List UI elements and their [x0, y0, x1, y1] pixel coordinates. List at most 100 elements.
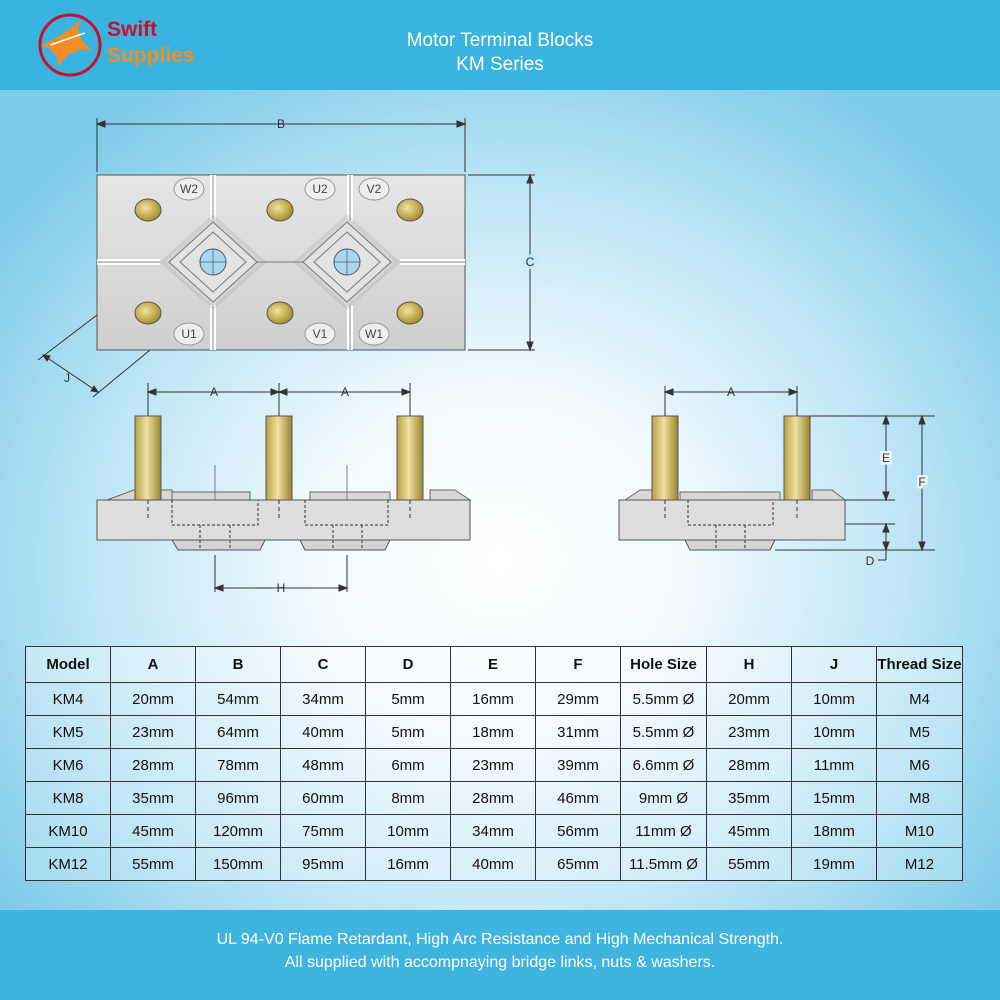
- label-u2: U2: [312, 182, 328, 196]
- table-cell: 5mm: [365, 682, 451, 716]
- header-bar: Swift Supplies Motor Terminal Blocks KM …: [0, 0, 1000, 90]
- table-cell: 8mm: [365, 781, 451, 815]
- dim-label-a-side: A: [727, 385, 735, 399]
- column-header: D: [365, 646, 451, 683]
- column-header: B: [195, 646, 281, 683]
- table-cell: 55mm: [110, 847, 196, 881]
- table-cell: 11.5mm Ø: [620, 847, 707, 881]
- table-cell: 45mm: [110, 814, 196, 848]
- label-v2: V2: [367, 182, 382, 196]
- table-cell: 78mm: [195, 748, 281, 782]
- table-cell: M12: [876, 847, 963, 881]
- table-cell: 6.6mm Ø: [620, 748, 707, 782]
- table-cell: 10mm: [791, 682, 877, 716]
- table-cell: M8: [876, 781, 963, 815]
- table-cell: KM12: [25, 847, 111, 881]
- dim-label-h: H: [277, 581, 286, 595]
- side-view: A E F D: [618, 385, 935, 568]
- label-w1: W1: [365, 327, 383, 341]
- table-cell: 20mm: [706, 682, 792, 716]
- column-header: J: [791, 646, 877, 683]
- table-cell: 40mm: [280, 715, 366, 749]
- column-header: C: [280, 646, 366, 683]
- table-cell: 28mm: [450, 781, 536, 815]
- table-cell: 39mm: [535, 748, 621, 782]
- dim-label-j: J: [64, 371, 70, 385]
- table-cell: 19mm: [791, 847, 877, 881]
- table-cell: 35mm: [706, 781, 792, 815]
- table-cell: 10mm: [365, 814, 451, 848]
- page-subtitle: KM Series: [456, 54, 544, 75]
- table-cell: M10: [876, 814, 963, 848]
- table-cell: 23mm: [706, 715, 792, 749]
- table-cell: 15mm: [791, 781, 877, 815]
- table-cell: 18mm: [450, 715, 536, 749]
- table-cell: 11mm: [791, 748, 877, 782]
- terminal-labels: W2 U2 V2 U1 V1 W1: [173, 177, 390, 346]
- table-cell: 29mm: [535, 682, 621, 716]
- column-header: F: [535, 646, 621, 683]
- table-cell: 48mm: [280, 748, 366, 782]
- table-cell: 120mm: [195, 814, 281, 848]
- table-cell: 11mm Ø: [620, 814, 707, 848]
- table-cell: 9mm Ø: [620, 781, 707, 815]
- dim-label-b: B: [277, 117, 285, 131]
- dim-label-a-left: A: [210, 385, 218, 399]
- dim-label-d: D: [866, 554, 875, 568]
- table-cell: 35mm: [110, 781, 196, 815]
- table-cell: 16mm: [365, 847, 451, 881]
- dim-label-a-right: A: [341, 385, 349, 399]
- dim-label-e: E: [882, 451, 890, 465]
- logo-icon: [38, 13, 102, 77]
- table-cell: 16mm: [450, 682, 536, 716]
- label-v1: V1: [313, 327, 328, 341]
- brand-line-1: Swift: [107, 18, 158, 41]
- column-header: E: [450, 646, 536, 683]
- table-cell: 10mm: [791, 715, 877, 749]
- table-cell: 18mm: [791, 814, 877, 848]
- table-cell: 64mm: [195, 715, 281, 749]
- table-cell: 34mm: [280, 682, 366, 716]
- table-cell: KM4: [25, 682, 111, 716]
- table-cell: KM10: [25, 814, 111, 848]
- label-w2: W2: [180, 182, 198, 196]
- brand-line-2: Supplies: [107, 44, 195, 67]
- footer-line-2: All supplied with accompnaying bridge li…: [284, 954, 716, 971]
- table-cell: 23mm: [450, 748, 536, 782]
- table-cell: 56mm: [535, 814, 621, 848]
- table-cell: KM5: [25, 715, 111, 749]
- table-cell: 55mm: [706, 847, 792, 881]
- table-cell: M4: [876, 682, 963, 716]
- dim-label-f: F: [918, 475, 925, 489]
- table-cell: 6mm: [365, 748, 451, 782]
- table-cell: 28mm: [706, 748, 792, 782]
- table-cell: 60mm: [280, 781, 366, 815]
- table-cell: 65mm: [535, 847, 621, 881]
- table-cell: 31mm: [535, 715, 621, 749]
- footer-bar: UL 94-V0 Flame Retardant, High Arc Resis…: [0, 910, 1000, 1000]
- table-cell: M5: [876, 715, 963, 749]
- table-cell: 20mm: [110, 682, 196, 716]
- technical-drawing: W2 U2 V2 U1 V1 W1 B C J: [37, 117, 935, 595]
- table-cell: 34mm: [450, 814, 536, 848]
- table-cell: 46mm: [535, 781, 621, 815]
- column-header: Thread Size: [876, 646, 963, 683]
- table-cell: 45mm: [706, 814, 792, 848]
- column-header: A: [110, 646, 196, 683]
- table-cell: KM8: [25, 781, 111, 815]
- table-cell: M6: [876, 748, 963, 782]
- footer-line-1: UL 94-V0 Flame Retardant, High Arc Resis…: [216, 931, 784, 948]
- table-cell: 75mm: [280, 814, 366, 848]
- dim-label-c: C: [526, 255, 535, 269]
- table-cell: 54mm: [195, 682, 281, 716]
- table-cell: 5.5mm Ø: [620, 715, 707, 749]
- table-cell: 95mm: [280, 847, 366, 881]
- table-cell: 150mm: [195, 847, 281, 881]
